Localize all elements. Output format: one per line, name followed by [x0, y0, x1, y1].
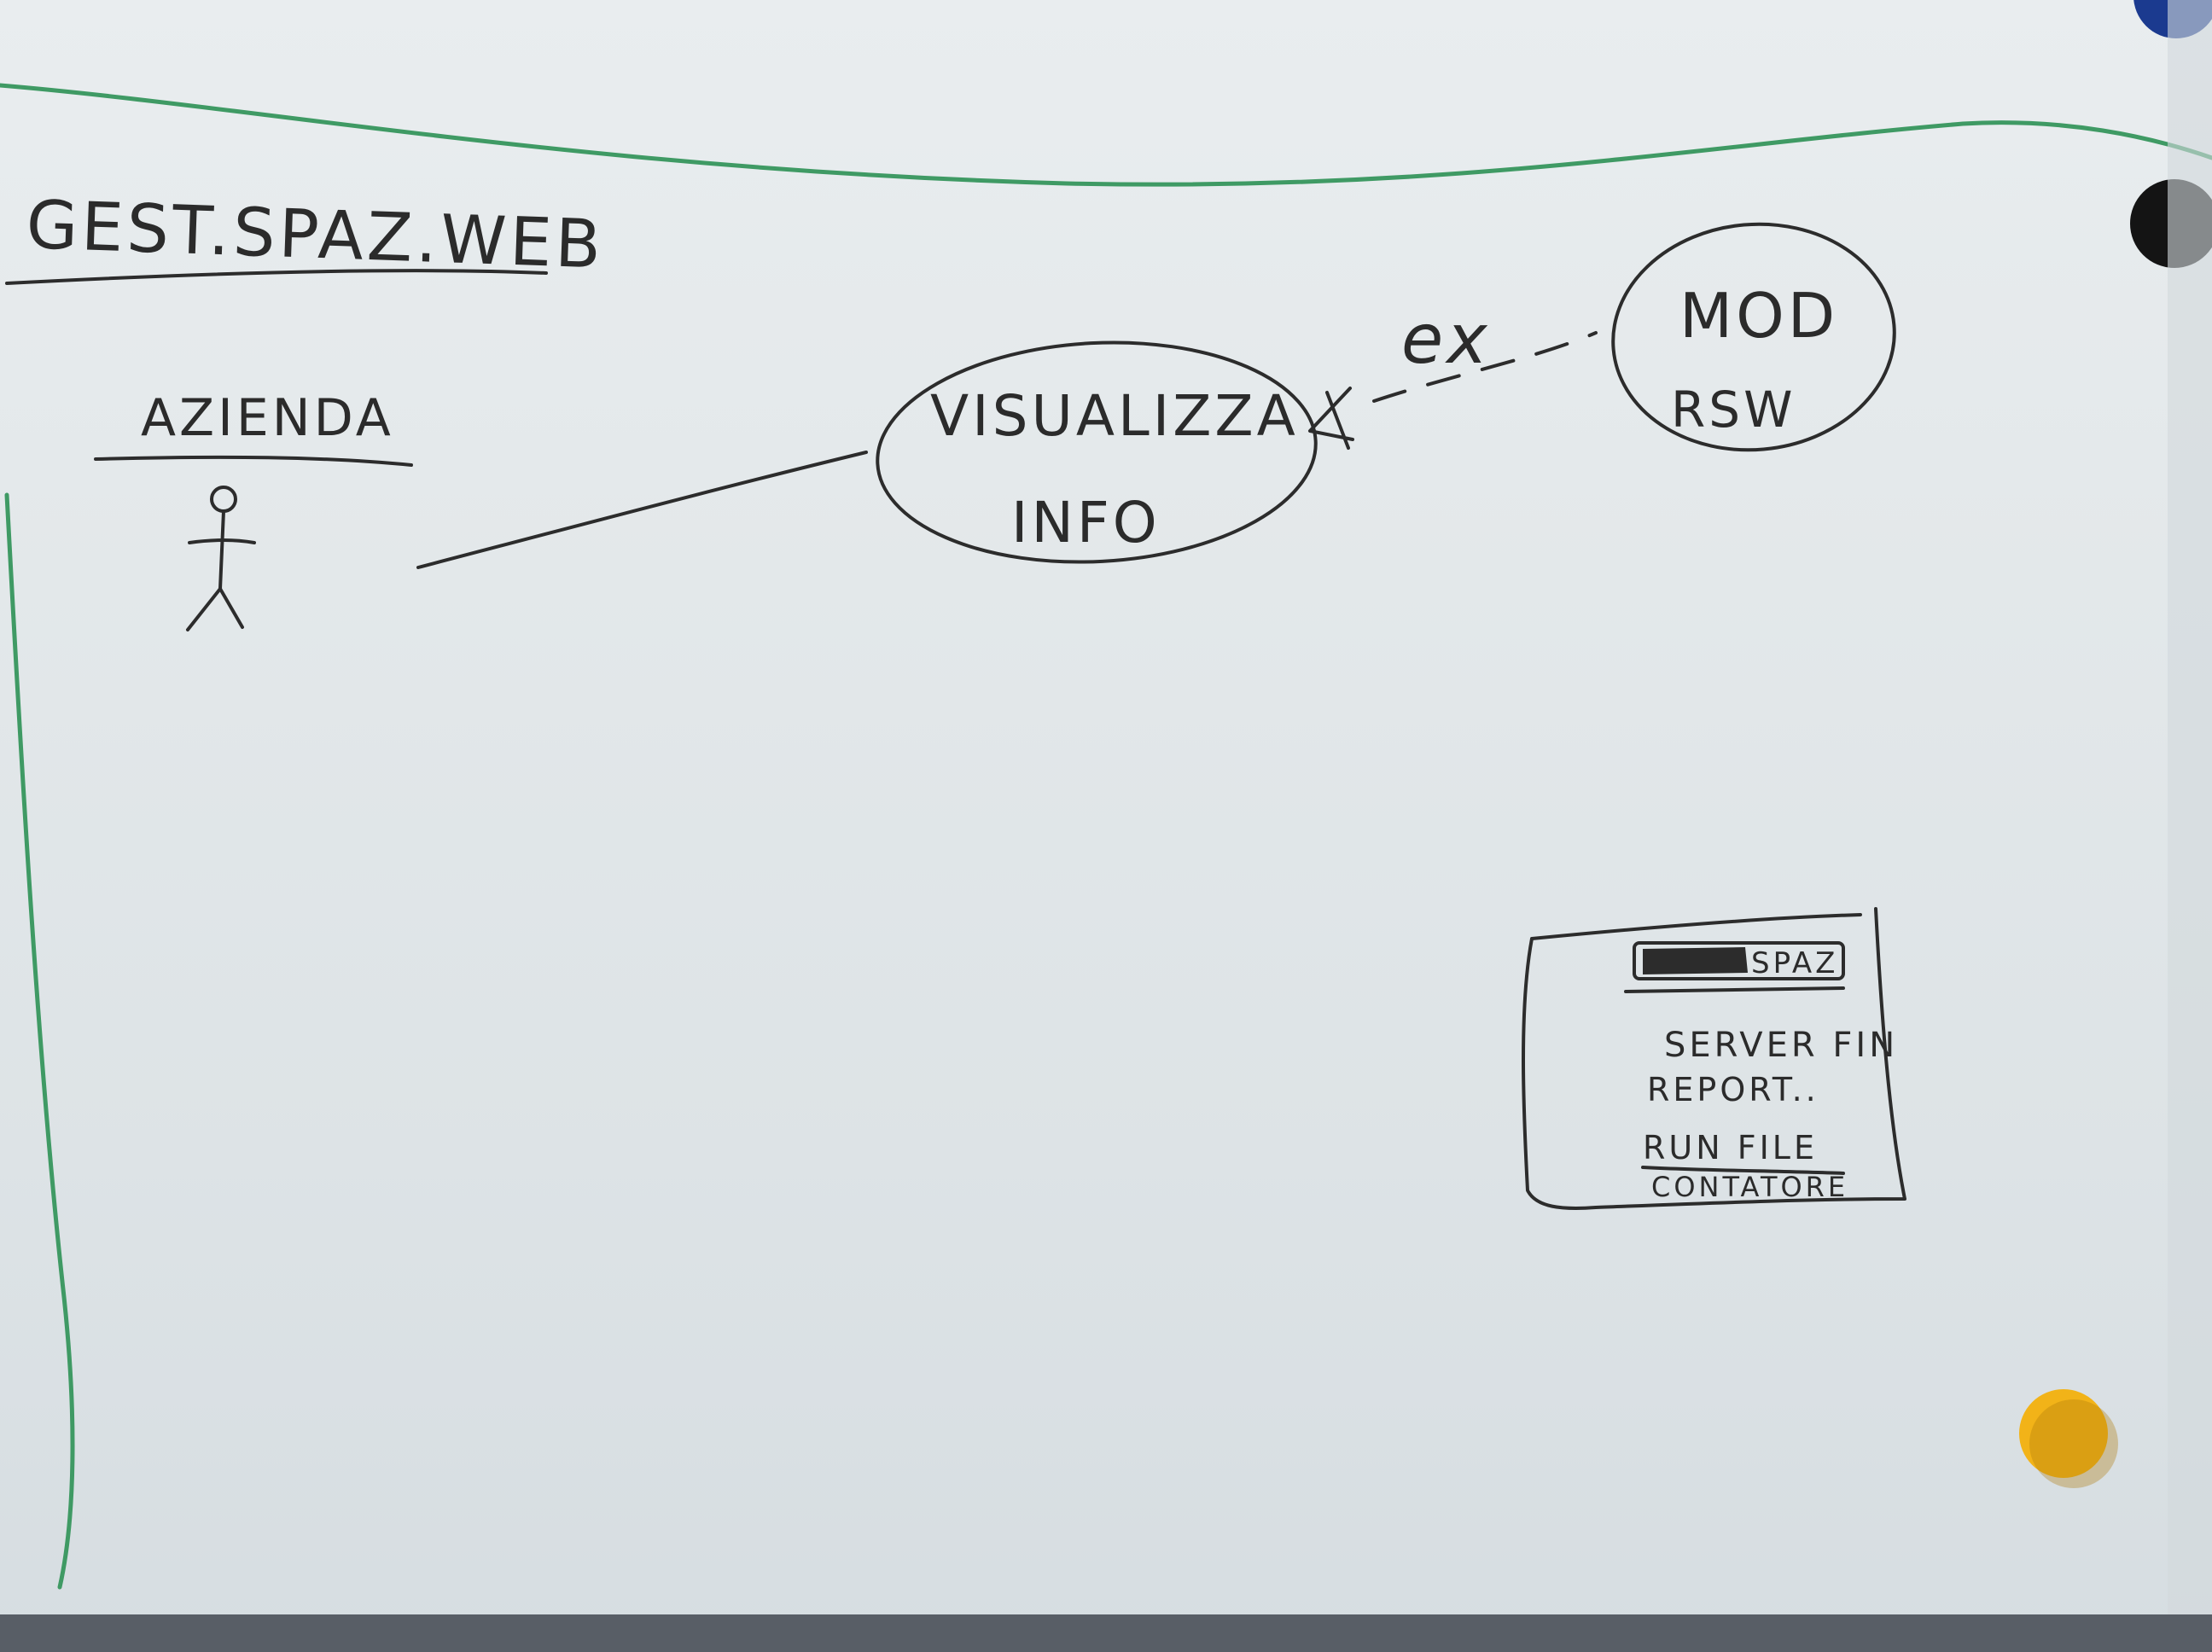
screen-mockup-header-underline: [1624, 986, 1845, 993]
actor-label-underline: [94, 455, 413, 467]
screen-mockup-frame: [1522, 907, 1906, 1210]
use-case-ellipse-secondary: [1611, 222, 1896, 452]
board-bottom-frame: [0, 1614, 2212, 1652]
screen-mockup-header-box: [1633, 941, 1845, 980]
extend-arrowhead: [1308, 387, 1354, 450]
screen-mockup-line-3-underline: [1641, 1166, 1845, 1175]
association-line: [416, 451, 868, 569]
screen-mockup-line-1: SERVER FIN: [1664, 1026, 1898, 1065]
extend-dashed-line: [1372, 331, 1598, 403]
use-case-secondary-line2: RSW: [1671, 381, 1796, 439]
screen-mockup-line-2: REPORT..: [1647, 1071, 1819, 1108]
green-top-border-line: [0, 83, 2212, 187]
actor-label: AZIENDA: [141, 388, 394, 448]
use-case-secondary-line1: MOD: [1679, 280, 1838, 352]
green-left-border-line: [4, 492, 75, 1590]
screen-mockup-line-3: RUN FILE: [1643, 1129, 1818, 1166]
screen-mockup-header-scribble: [1643, 947, 1748, 974]
diagram-title: GEST.SPAZ.WEB: [25, 187, 605, 284]
title-underline: [5, 269, 548, 285]
actor-stick-figure: [186, 486, 256, 631]
magnet-yellow-icon: [2019, 1389, 2108, 1478]
extend-label: ex: [1401, 300, 1491, 379]
screen-mockup-line-4: CONTATORE: [1651, 1171, 1848, 1203]
use-case-main-line1: VISUALIZZA: [930, 383, 1299, 449]
screen-mockup-header-text: SPAZ: [1751, 946, 1838, 980]
use-case-ellipse-main: [876, 340, 1318, 564]
magnet-yellow-shadow: [2029, 1399, 2118, 1488]
use-case-main-line2: INFO: [1011, 490, 1161, 556]
board-right-edge: [2168, 0, 2212, 1614]
